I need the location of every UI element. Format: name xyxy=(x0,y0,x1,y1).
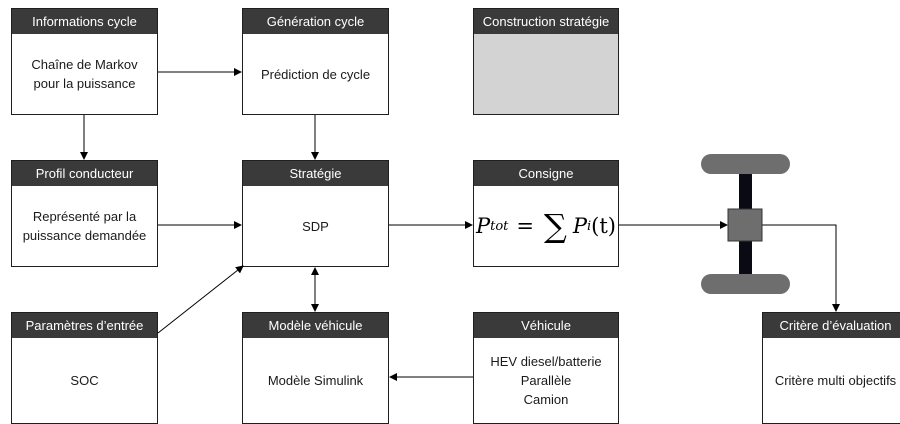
modele-vehicule-box: Modèle véhicule Modèle Simulink xyxy=(242,312,389,424)
construction-strategie-box: Construction stratégie xyxy=(473,8,619,115)
arrow-parametres-to-strategie xyxy=(157,265,244,334)
generation-cycle-title: Génération cycle xyxy=(243,9,388,34)
profil-conducteur-title: Profil conducteur xyxy=(12,161,157,186)
critere-evaluation-title: Critère d’évaluation xyxy=(763,313,900,338)
critere-evaluation-line-1: Critère multi objectifs xyxy=(774,373,897,388)
vehicle-front-wheel xyxy=(701,154,790,174)
modele-vehicule-line-1: Modèle Simulink xyxy=(267,373,364,388)
vehicule-box: Véhicule HEV diesel/batterie Parallèle C… xyxy=(473,312,619,424)
vehicule-title: Véhicule xyxy=(474,313,618,338)
parametres-entree-box: Paramètres d’entrée SOC xyxy=(11,312,158,424)
formula-arg: (t) xyxy=(591,213,616,238)
generation-cycle-line-1: Prédiction de cycle xyxy=(260,66,371,82)
vehicle-rear-wheel xyxy=(701,274,790,294)
modele-vehicule-title: Modèle véhicule xyxy=(243,313,388,338)
formula-sigma: ∑ xyxy=(544,206,567,245)
profil-conducteur-line-2: puissance demandée xyxy=(22,228,147,243)
formula-lhs-sub: tot xyxy=(490,218,509,234)
informations-cycle-title: Informations cycle xyxy=(12,9,157,34)
vehicle-hub xyxy=(727,208,763,242)
vehicule-line-2: Parallèle xyxy=(520,373,572,388)
critere-evaluation-box: Critère d’évaluation Critère multi objec… xyxy=(762,312,900,424)
vehicle-schematic xyxy=(701,154,790,294)
informations-cycle-line-1: Chaîne de Markov xyxy=(31,57,138,72)
informations-cycle-box: Informations cycle Chaîne de Markov pour… xyxy=(11,8,158,115)
strategie-title: Stratégie xyxy=(243,161,388,186)
strategie-box: Stratégie SDP xyxy=(242,160,389,267)
construction-strategie-body xyxy=(474,34,618,114)
arrow-vehicle-to-critere xyxy=(762,224,840,312)
formula-term: P xyxy=(572,213,587,238)
strategie-line-1: SDP xyxy=(302,218,329,234)
consigne-title: Consigne xyxy=(474,161,618,186)
construction-strategie-title: Construction stratégie xyxy=(474,9,618,34)
profil-conducteur-box: Profil conducteur Représenté par la puis… xyxy=(11,160,158,267)
vehicule-line-1: HEV diesel/batterie xyxy=(490,354,602,369)
formula-equals: = xyxy=(516,213,535,238)
formula-term-sub: i xyxy=(587,218,592,234)
formula-lhs: P xyxy=(475,213,491,238)
parametres-entree-line-1: SOC xyxy=(70,373,99,388)
parametres-entree-title: Paramètres d’entrée xyxy=(12,313,157,338)
profil-conducteur-line-1: Représenté par la xyxy=(32,209,137,224)
vehicule-line-3: Camion xyxy=(523,392,569,407)
generation-cycle-box: Génération cycle Prédiction de cycle xyxy=(242,8,389,115)
informations-cycle-line-2: pour la puissance xyxy=(33,76,136,91)
